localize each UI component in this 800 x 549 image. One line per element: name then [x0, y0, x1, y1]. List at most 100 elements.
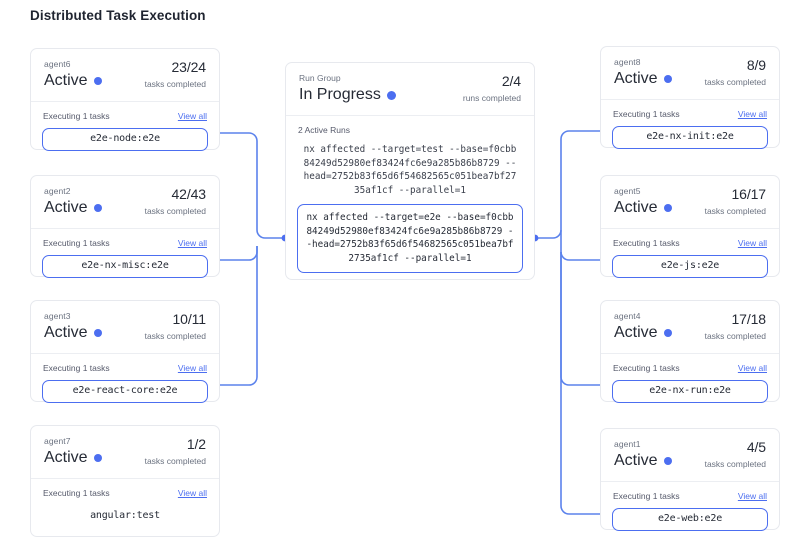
- view-all-link[interactable]: View all: [177, 488, 207, 498]
- agent-status: Active: [44, 71, 206, 91]
- agent-task-count: 16/17 tasks completed: [704, 185, 767, 217]
- run-group-card[interactable]: Run Group In Progress 2/4 runs completed…: [285, 62, 535, 280]
- view-all-link[interactable]: View all: [737, 363, 767, 373]
- agent-card-agent5[interactable]: agent5 Active 16/17 tasks completed Exec…: [600, 175, 780, 278]
- agent-card-body: Executing 1 tasks View all e2e-js:e2e: [601, 229, 779, 290]
- agent-executing-row: Executing 1 tasks View all: [612, 109, 768, 119]
- agent-status-text: Active: [614, 324, 658, 341]
- agent-executing-row: Executing 1 tasks View all: [612, 363, 768, 373]
- task-pill[interactable]: e2e-nx-misc:e2e: [42, 255, 208, 278]
- agent-executing-row: Executing 1 tasks View all: [42, 488, 208, 498]
- agent-name: agent6: [44, 59, 71, 69]
- agent-count-label: tasks completed: [704, 459, 766, 469]
- agent-name: agent7: [44, 436, 71, 446]
- agent-status-text: Active: [614, 70, 658, 87]
- agent-count-label: tasks completed: [144, 456, 206, 466]
- task-pill[interactable]: e2e-js:e2e: [612, 255, 768, 278]
- agent-count-value: 16/17: [731, 186, 766, 202]
- task-pill[interactable]: e2e-nx-init:e2e: [612, 126, 768, 149]
- run-command[interactable]: nx affected --target=test --base=f0cbb84…: [303, 144, 517, 196]
- view-all-link[interactable]: View all: [737, 238, 767, 248]
- task-pill[interactable]: e2e-react-core:e2e: [42, 380, 208, 403]
- agent-count-value: 1/2: [186, 436, 206, 452]
- agent-count-label: tasks completed: [704, 206, 766, 216]
- executing-label: Executing 1 tasks: [613, 363, 680, 373]
- agent-count-label: tasks completed: [704, 331, 766, 341]
- agent-count-label: tasks completed: [144, 79, 206, 89]
- agent-count-value: 10/11: [172, 311, 207, 327]
- active-runs-label: 2 Active Runs: [298, 125, 350, 135]
- agent-card-agent1[interactable]: agent1 Active 4/5 tasks completed Execut…: [600, 428, 780, 531]
- agent-card-body: Executing 1 tasks View all angular:test: [31, 479, 219, 540]
- agent-task-count: 17/18 tasks completed: [704, 310, 767, 342]
- agent-card-agent6[interactable]: agent6 Active 23/24 tasks completed Exec…: [30, 48, 220, 151]
- view-all-link[interactable]: View all: [737, 109, 767, 119]
- agent-name: agent2: [44, 186, 71, 196]
- agent-count-value: 23/24: [171, 59, 206, 75]
- run-group-count: 2/4 runs completed: [463, 72, 521, 104]
- run-group-count-label: runs completed: [462, 93, 521, 103]
- agent-status-text: Active: [44, 449, 88, 466]
- run-command-highlighted[interactable]: nx affected --target=e2e --base=f0cbb842…: [297, 204, 523, 273]
- run-group-status-text: In Progress: [299, 86, 381, 103]
- agent-card-body: Executing 1 tasks View all e2e-nx-init:e…: [601, 100, 779, 161]
- agent-status: Active: [44, 198, 206, 218]
- agent-status-text: Active: [44, 324, 88, 341]
- agent-card-agent3[interactable]: agent3 Active 10/11 tasks completed Exec…: [30, 300, 220, 403]
- page-title: Distributed Task Execution: [30, 8, 206, 23]
- agent-status: Active: [44, 323, 206, 343]
- agent-card-header: agent7 Active 1/2 tasks completed: [31, 426, 219, 479]
- agent-count-label: tasks completed: [144, 206, 206, 216]
- run-group-header: Run Group In Progress 2/4 runs completed: [286, 63, 534, 116]
- view-all-link[interactable]: View all: [177, 238, 207, 248]
- agent-count-label: tasks completed: [704, 77, 766, 87]
- agent-task-count: 23/24 tasks completed: [144, 58, 207, 90]
- agent-status-text: Active: [614, 452, 658, 469]
- agent-name: agent1: [614, 439, 641, 449]
- agent-task-count: 1/2 tasks completed: [144, 435, 207, 467]
- task-pill[interactable]: angular:test: [42, 505, 208, 528]
- agent-card-body: Executing 1 tasks View all e2e-react-cor…: [31, 354, 219, 415]
- agent-count-value: 42/43: [171, 186, 206, 202]
- task-pill[interactable]: e2e-web:e2e: [612, 508, 768, 531]
- agent-task-count: 8/9 tasks completed: [704, 56, 767, 88]
- view-all-link[interactable]: View all: [737, 491, 767, 501]
- agent-card-header: agent8 Active 8/9 tasks completed: [601, 47, 779, 100]
- agent-name: agent8: [614, 57, 641, 67]
- agent-card-agent4[interactable]: agent4 Active 17/18 tasks completed Exec…: [600, 300, 780, 403]
- agent-status: Active: [614, 198, 766, 218]
- executing-label: Executing 1 tasks: [613, 491, 680, 501]
- agent-card-header: agent5 Active 16/17 tasks completed: [601, 176, 779, 229]
- executing-label: Executing 1 tasks: [43, 238, 110, 248]
- agent-card-body: Executing 1 tasks View all e2e-nx-misc:e…: [31, 229, 219, 290]
- run-group-count-value: 2/4: [501, 73, 521, 89]
- run-group-kicker: Run Group: [299, 73, 341, 83]
- agent-card-header: agent6 Active 23/24 tasks completed: [31, 49, 219, 102]
- view-all-link[interactable]: View all: [177, 363, 207, 373]
- agent-card-agent2[interactable]: agent2 Active 42/43 tasks completed Exec…: [30, 175, 220, 278]
- agent-card-header: agent2 Active 42/43 tasks completed: [31, 176, 219, 229]
- agent-status: Active: [44, 448, 206, 468]
- agent-card-body: Executing 1 tasks View all e2e-web:e2e: [601, 482, 779, 543]
- agent-task-count: 42/43 tasks completed: [144, 185, 207, 217]
- agent-card-agent7[interactable]: agent7 Active 1/2 tasks completed Execut…: [30, 425, 220, 537]
- agent-card-body: Executing 1 tasks View all e2e-nx-run:e2…: [601, 354, 779, 415]
- task-pill[interactable]: e2e-nx-run:e2e: [612, 380, 768, 403]
- agent-status: Active: [614, 451, 766, 471]
- view-all-link[interactable]: View all: [177, 111, 207, 121]
- executing-label: Executing 1 tasks: [43, 363, 110, 373]
- executing-label: Executing 1 tasks: [43, 111, 110, 121]
- agent-count-label: tasks completed: [144, 331, 206, 341]
- status-dot-icon: [663, 204, 672, 212]
- agent-name: agent3: [44, 311, 71, 321]
- status-dot-icon: [663, 329, 672, 337]
- agent-card-agent8[interactable]: agent8 Active 8/9 tasks completed Execut…: [600, 46, 780, 149]
- run-group-status: In Progress: [299, 85, 521, 105]
- agent-executing-row: Executing 1 tasks View all: [612, 491, 768, 501]
- status-dot-icon: [386, 90, 396, 100]
- agent-card-header: agent3 Active 10/11 tasks completed: [31, 301, 219, 354]
- agent-status-text: Active: [614, 199, 658, 216]
- task-pill[interactable]: e2e-node:e2e: [42, 128, 208, 151]
- agent-executing-row: Executing 1 tasks View all: [42, 111, 208, 121]
